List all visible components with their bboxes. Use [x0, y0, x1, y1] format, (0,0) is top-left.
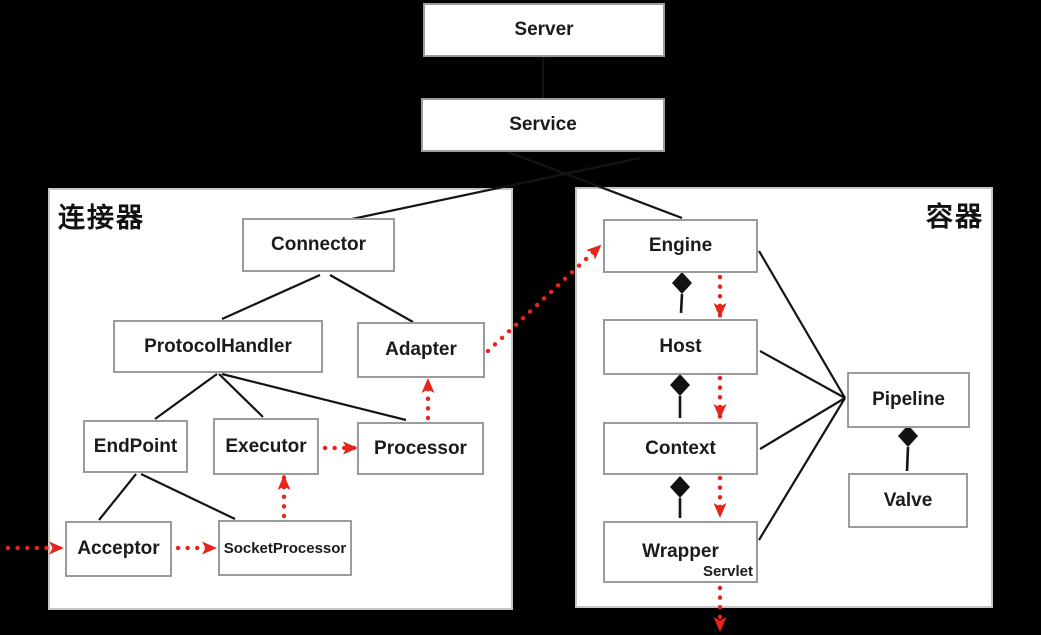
- node-wrapper: Wrapper Servlet: [603, 521, 758, 583]
- link-protocolhandler-processor: [221, 372, 407, 422]
- node-adapter: Adapter: [357, 322, 485, 378]
- node-server-label: Server: [514, 19, 574, 40]
- link-protocolhandler-endpoint: [154, 373, 218, 420]
- link-protocolhandler-executor: [218, 373, 264, 418]
- node-endpoint-label: EndPoint: [93, 435, 178, 457]
- node-service: Service: [421, 98, 665, 152]
- node-valve: Valve: [848, 473, 968, 528]
- flow-adapter-engine: [485, 243, 603, 354]
- node-pipeline: Pipeline: [847, 372, 970, 428]
- node-context-label: Context: [645, 437, 716, 459]
- node-context: Context: [603, 422, 758, 475]
- link-endpoint-socketprocessor: [140, 473, 236, 520]
- link-host-pipeline: [759, 350, 846, 399]
- link-service-engine: [507, 150, 683, 220]
- diamond-pipeline-valve-icon: [898, 425, 918, 447]
- request-flow-arrows: [5, 243, 727, 633]
- node-connector-label: Connector: [271, 234, 366, 255]
- node-socketprocessor-label: SocketProcessor: [223, 539, 347, 557]
- node-server: Server: [423, 3, 665, 57]
- node-wrapper-label: Wrapper: [642, 541, 719, 562]
- node-processor-label: Processor: [374, 437, 467, 459]
- node-host: Host: [603, 319, 758, 375]
- link-wrapper-pipeline: [758, 397, 846, 541]
- node-connector: Connector: [242, 218, 395, 272]
- node-socketprocessor: SocketProcessor: [218, 520, 352, 576]
- node-service-label: Service: [509, 114, 577, 135]
- diamond-engine-host-icon: [672, 272, 692, 294]
- diamond-context-wrapper-icon: [670, 476, 690, 498]
- node-servlet-label: Servlet: [702, 563, 753, 580]
- node-host-label: Host: [659, 336, 702, 357]
- node-valve-label: Valve: [883, 489, 933, 511]
- link-connector-protocolhandler: [221, 273, 321, 321]
- link-context-pipeline: [759, 397, 846, 450]
- node-adapter-label: Adapter: [385, 339, 457, 360]
- container-panel-title: 容器: [926, 202, 984, 232]
- node-executor: Executor: [213, 418, 319, 475]
- node-acceptor: Acceptor: [65, 521, 172, 577]
- composition-links: [670, 272, 918, 518]
- link-engine-pipeline: [758, 250, 846, 399]
- node-pipeline-label: Pipeline: [872, 389, 945, 410]
- node-executor-label: Executor: [225, 435, 307, 457]
- node-engine-label: Engine: [648, 235, 713, 256]
- solid-link-lines: [98, 57, 846, 541]
- link-connector-adapter: [329, 274, 414, 323]
- node-acceptor-label: Acceptor: [77, 538, 160, 559]
- node-protocolhandler: ProtocolHandler: [113, 320, 323, 373]
- link-endpoint-acceptor: [98, 473, 137, 521]
- node-processor: Processor: [357, 422, 484, 475]
- stem-engine-host: [679, 293, 684, 314]
- connector-panel-title: 连接器: [58, 203, 145, 233]
- stem-pipeline-valve: [905, 446, 910, 472]
- node-endpoint: EndPoint: [83, 420, 188, 473]
- link-service-connector: [337, 156, 641, 224]
- diamond-host-context-icon: [670, 374, 690, 396]
- node-engine: Engine: [603, 219, 758, 273]
- node-protocolhandler-label: ProtocolHandler: [144, 335, 292, 357]
